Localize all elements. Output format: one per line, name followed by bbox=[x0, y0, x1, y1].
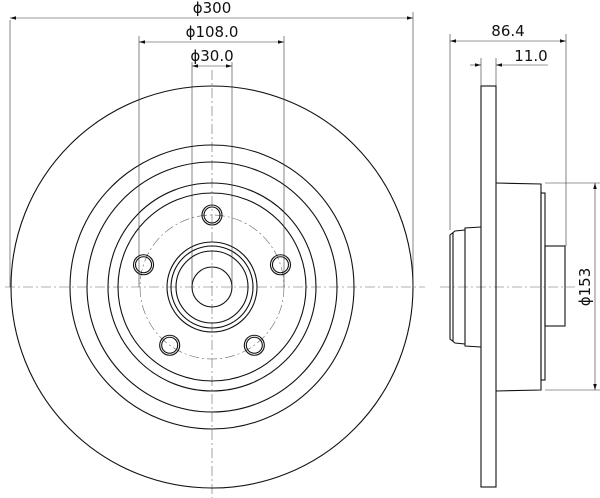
disc-thickness-label: 11.0 bbox=[514, 47, 547, 65]
bolt-hole bbox=[201, 204, 223, 226]
bearing-seat bbox=[464, 226, 482, 348]
center-bore-label: ϕ30.0 bbox=[190, 47, 233, 65]
outer-diameter-label: ϕ300 bbox=[193, 0, 232, 17]
hat-ring-3 bbox=[117, 192, 307, 382]
hub-ring-outer bbox=[166, 241, 258, 333]
hub-ring-inner bbox=[175, 250, 249, 324]
bolt-hole bbox=[203, 206, 221, 224]
bolt-hole bbox=[159, 334, 181, 356]
hat-ring-2 bbox=[107, 182, 317, 392]
hub-diameter-label: ϕ153 bbox=[576, 268, 594, 307]
overall-height-label: 86.4 bbox=[491, 22, 524, 40]
side-view: 86.4 11.0 ϕ153 bbox=[440, 22, 600, 488]
bolt-hole bbox=[132, 254, 155, 276]
front-view: ϕ300 ϕ108.0 ϕ30.0 bbox=[5, 0, 425, 498]
bolt-hole bbox=[245, 336, 263, 354]
bolt-holes bbox=[132, 204, 292, 356]
bolt-hole bbox=[269, 254, 292, 276]
bolt-circle-label: ϕ108.0 bbox=[186, 23, 239, 41]
bolt-hole bbox=[243, 334, 265, 356]
hat-ring bbox=[86, 161, 338, 413]
hub-step bbox=[540, 192, 546, 381]
bolt-hole bbox=[271, 256, 290, 274]
bolt-hole bbox=[134, 256, 153, 274]
bolt-hole bbox=[161, 336, 179, 354]
hub-stub bbox=[544, 245, 566, 327]
disc-plate bbox=[480, 85, 497, 488]
seal-ring bbox=[449, 229, 466, 345]
hub-ring-mid bbox=[170, 245, 254, 329]
friction-ring-inner bbox=[69, 144, 355, 430]
